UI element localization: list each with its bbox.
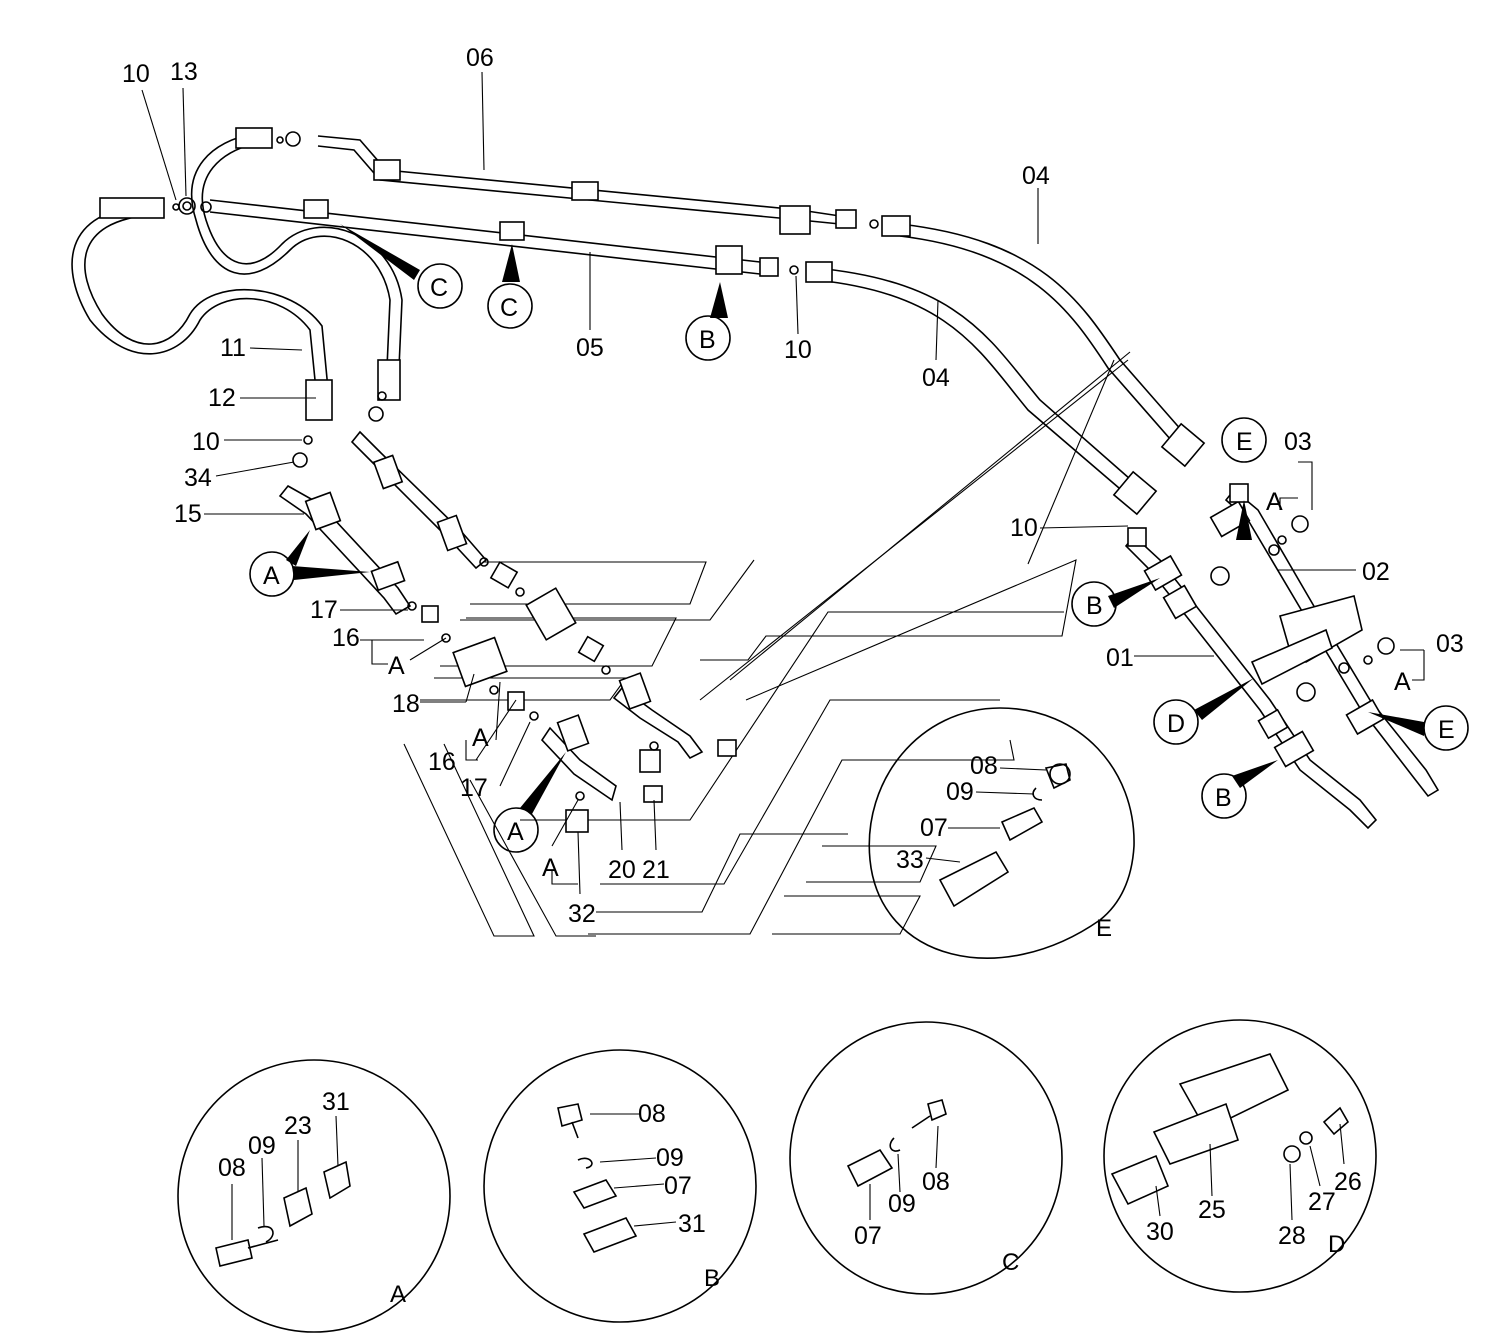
callout-label: 05 [576, 334, 604, 362]
marker-letter: E [1438, 716, 1455, 744]
marker-e-2: E [1423, 705, 1469, 751]
center-pipes-and-fittings [278, 430, 737, 833]
callout-label: 11 [220, 334, 246, 362]
detail-c-label: 09 [888, 1190, 916, 1218]
callout-label: 04 [1022, 162, 1050, 190]
detail-d-label: 26 [1334, 1168, 1362, 1196]
detail-b-label: 09 [656, 1144, 684, 1172]
callout-label: 12 [208, 384, 236, 412]
callout-label: A [472, 724, 489, 752]
callout-label: 10 [784, 336, 812, 364]
marker-a-2: A [493, 807, 539, 853]
machine-outline [403, 351, 1131, 937]
right-pipes [1124, 483, 1440, 830]
detail-b: 08 09 07 31 B [483, 1049, 757, 1323]
callout-label: 17 [460, 774, 488, 802]
callout-label: A [1266, 488, 1283, 516]
marker-letter: B [1086, 592, 1103, 620]
callout-label: 03 [1284, 428, 1312, 456]
marker-letter: B [699, 326, 716, 354]
detail-a: 31 23 08 09 A [177, 1059, 451, 1333]
marker-b-1: B [685, 315, 731, 361]
callout-label: 09 [946, 778, 974, 806]
callout-label: 33 [896, 846, 924, 874]
detail-d-label: 27 [1308, 1188, 1336, 1216]
marker-letter: C [500, 294, 518, 322]
marker-arrows [286, 224, 1424, 814]
callout-label: 02 [1362, 558, 1390, 586]
callout-label: 01 [1106, 644, 1134, 672]
detail-d-label: 25 [1198, 1196, 1226, 1224]
marker-d: D [1153, 699, 1199, 745]
marker-a-1: A [249, 551, 295, 597]
detail-c: 08 07 09 C [789, 1021, 1063, 1295]
callout-label: 13 [170, 58, 198, 86]
marker-letter: D [1167, 710, 1185, 738]
detail-c-label: 07 [854, 1222, 882, 1250]
callout-label: A [542, 854, 559, 882]
callout-label: 08 [970, 752, 998, 780]
reference-markers: C C B A A E B D [249, 263, 1469, 853]
callout-label: 32 [568, 900, 596, 928]
marker-c-2: C [487, 283, 533, 329]
marker-letter: C [430, 274, 448, 302]
detail-letter: C [1002, 1249, 1019, 1276]
detail-c-label: 08 [922, 1168, 950, 1196]
detail-a-label: 08 [218, 1154, 246, 1182]
marker-b-2: B [1071, 581, 1117, 627]
detail-b-label: 07 [664, 1172, 692, 1200]
detail-a-label: 31 [322, 1088, 350, 1116]
callout-label: 34 [184, 464, 212, 492]
detail-e: E [868, 707, 1135, 959]
callout-label: 03 [1436, 630, 1464, 658]
detail-letter: B [704, 1265, 720, 1292]
detail-d-label: 30 [1146, 1218, 1174, 1246]
marker-letter: A [507, 818, 524, 846]
detail-a-label: 09 [248, 1132, 276, 1160]
callout-label: 18 [392, 690, 420, 718]
detail-letter: D [1328, 1231, 1345, 1258]
callout-label: 04 [922, 364, 950, 392]
callout-label: 07 [920, 814, 948, 842]
callout-label: 06 [466, 44, 494, 72]
leader-lines [141, 71, 1425, 895]
marker-letter: E [1236, 428, 1253, 456]
marker-e-1: E [1221, 417, 1267, 463]
callout-label: 10 [122, 60, 150, 88]
callout-label: 16 [428, 748, 456, 776]
upper-pipes [209, 135, 1206, 516]
detail-a-label: 23 [284, 1112, 312, 1140]
detail-b-label: 31 [678, 1210, 706, 1238]
callout-label: 15 [174, 500, 202, 528]
detail-d: 25 30 28 27 26 D [1103, 1019, 1377, 1293]
callout-label: A [1394, 668, 1411, 696]
callout-label: 10 [1010, 514, 1038, 542]
callout-label: 10 [192, 428, 220, 456]
callout-label: 16 [332, 624, 360, 652]
marker-c-1: C [417, 263, 463, 309]
detail-d-label: 28 [1278, 1222, 1306, 1250]
callout-label: 21 [642, 856, 670, 884]
marker-letter: A [263, 562, 280, 590]
callout-label: A [388, 652, 405, 680]
detail-letter: E [1096, 915, 1112, 942]
callout-label: 17 [310, 596, 338, 624]
left-hoses [71, 127, 403, 468]
marker-b-3: B [1201, 773, 1247, 819]
callout-label: 20 [608, 856, 636, 884]
callout-labels: 10 13 06 04 05 10 04 11 12 10 34 15 17 1… [122, 44, 1464, 928]
marker-letter: B [1215, 784, 1232, 812]
detail-letter: A [390, 1281, 406, 1308]
detail-b-label: 08 [638, 1100, 666, 1128]
